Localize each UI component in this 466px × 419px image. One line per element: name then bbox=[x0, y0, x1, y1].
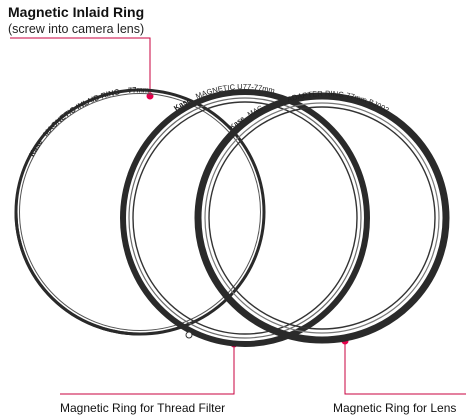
thread-filter-leader-line bbox=[60, 346, 235, 395]
inlaid-ring-subtitle: (screw into camera lens) bbox=[8, 22, 145, 36]
lens-ring: Kase MAGNET ADAPTER RING 77mm BJ002 bbox=[0, 0, 450, 344]
inlaid-ring-text: MAGNETIC INLAID RING bbox=[41, 87, 121, 138]
inlaid-ring-title: Magnetic Inlaid Ring bbox=[8, 4, 145, 20]
inlaid-ring-print: Kase MAGNETIC INLAID RING 77mm bbox=[27, 85, 149, 158]
thread-filter-caption: Magnetic Ring for Thread Filter bbox=[60, 401, 226, 415]
inlaid-leader-line bbox=[10, 37, 151, 94]
inlaid-ring-size: 77mm bbox=[128, 85, 150, 95]
lens-caption: Magnetic Ring for Lens bbox=[333, 401, 457, 415]
inlaid-ring-front-arc bbox=[14, 211, 141, 336]
thread-filter-ring-notch bbox=[185, 331, 193, 339]
lens-leader-line bbox=[344, 343, 466, 395]
inlaid-ring-brand: Kase bbox=[27, 138, 44, 158]
